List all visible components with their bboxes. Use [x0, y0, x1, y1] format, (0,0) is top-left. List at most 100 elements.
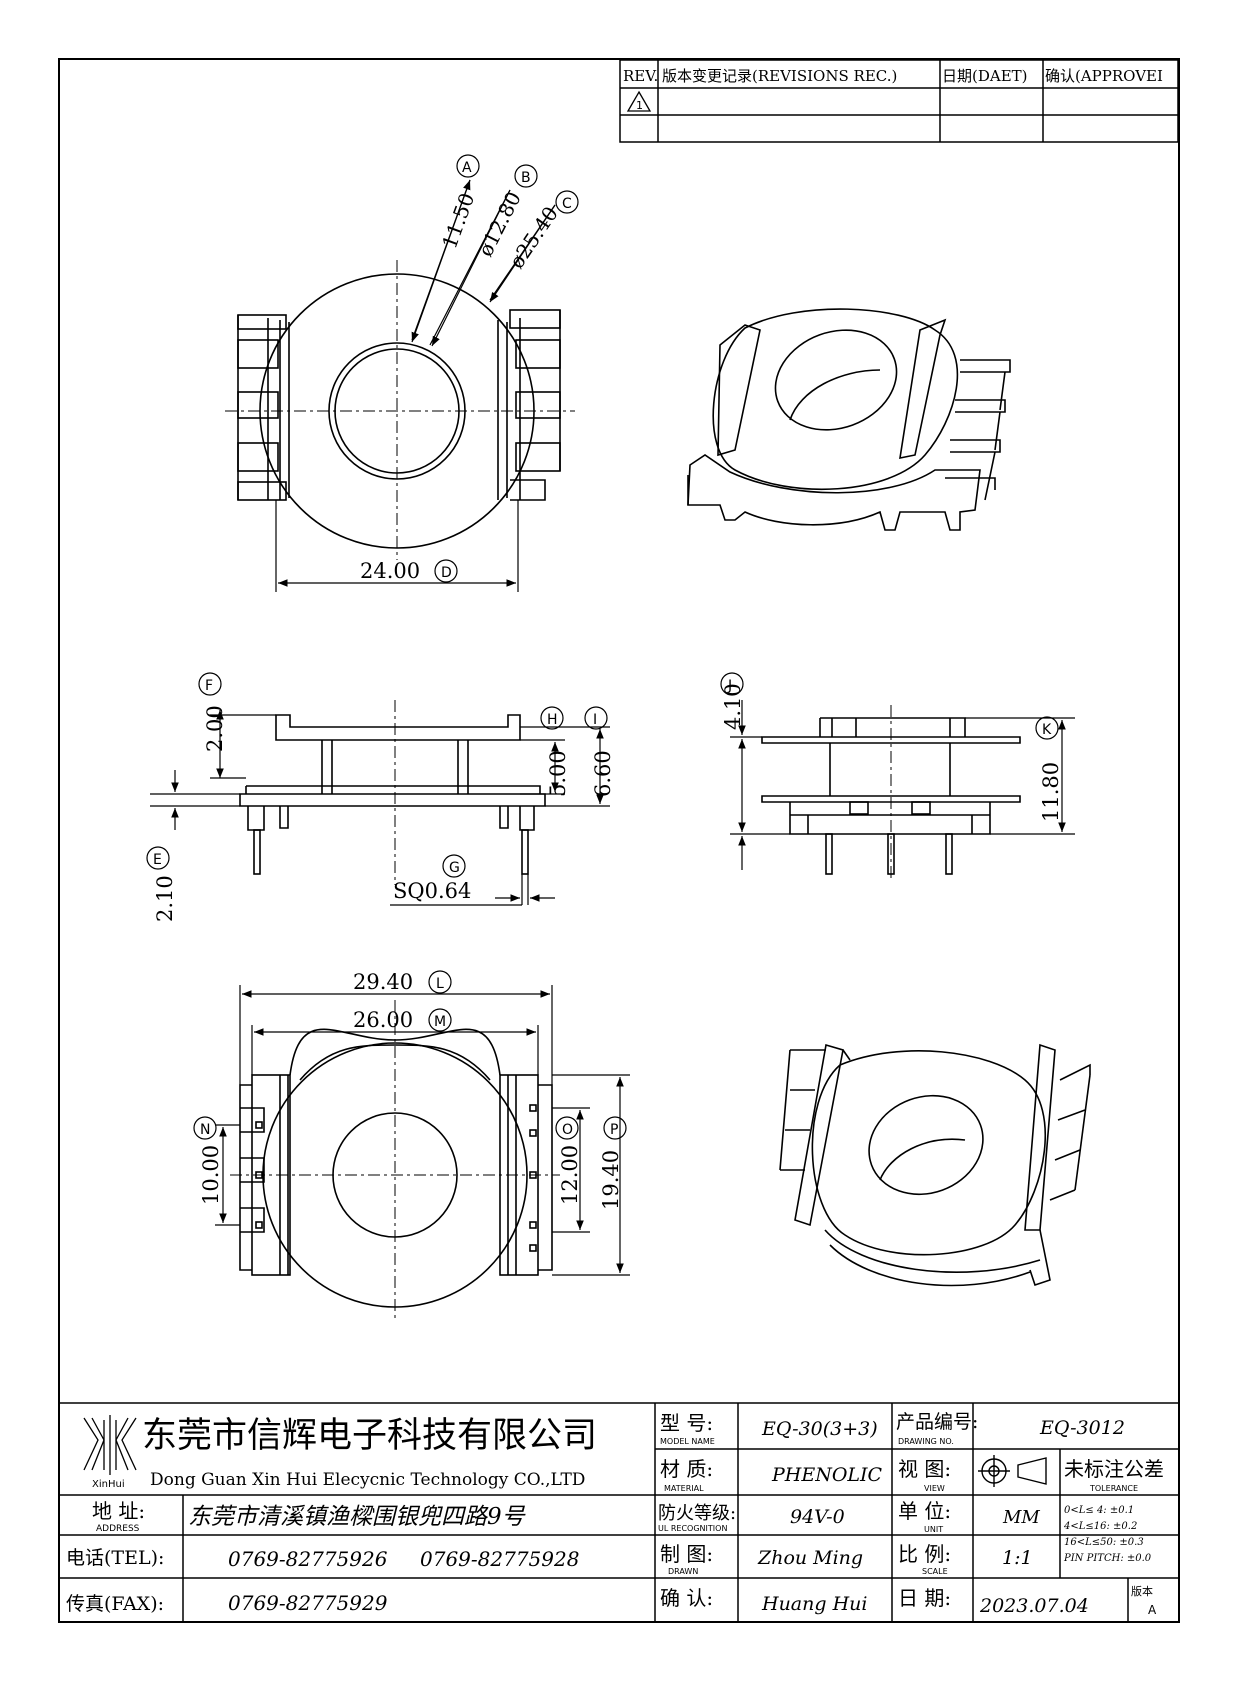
rev-mark: 1 — [636, 99, 643, 112]
label-e: E — [153, 852, 162, 868]
unit-value: MM — [1002, 1507, 1040, 1528]
approve-header: 确认(APPROVEI — [1045, 67, 1163, 85]
dim-h-value: 5.00 — [546, 750, 570, 797]
drawing-no-label: 产品编号: — [896, 1411, 978, 1433]
date-header: 日期(DAET) — [942, 67, 1028, 85]
bottom-view-dims — [215, 985, 630, 1276]
scale-label-en: SCALE — [922, 1567, 948, 1576]
label-l-circle — [428, 970, 452, 994]
unit-label: 单 位: — [898, 1499, 951, 1523]
label-f-circle — [198, 672, 222, 696]
label-d-circle — [434, 559, 458, 583]
dim-p-value: 19.40 — [599, 1150, 623, 1210]
version-value: A — [1148, 1603, 1157, 1617]
label-m: M — [434, 1014, 446, 1030]
label-o: O — [562, 1122, 573, 1138]
label-b: B — [521, 170, 531, 186]
rev-header: REV. — [623, 67, 658, 85]
address-label: 地 址: — [92, 1499, 145, 1523]
drawn-label: 制 图: — [660, 1542, 713, 1566]
title-block-grid — [58, 1402, 1180, 1623]
label-n: N — [200, 1122, 210, 1138]
confirm-label: 确 认: — [660, 1586, 713, 1610]
tolerance-row-1: 0<L≤ 4: ±0.1 — [1064, 1505, 1134, 1516]
confirm-value: Huang Hui — [761, 1593, 867, 1615]
tolerance-row-4: PIN PITCH: ±0.0 — [1063, 1553, 1152, 1564]
dim-d-value: 24.00 — [360, 559, 420, 583]
address-label-en: ADDRESS — [96, 1524, 140, 1534]
side-view-dims — [150, 710, 610, 906]
scale-label: 比 例: — [898, 1542, 951, 1566]
tolerance-row-2: 4<L≤16: ±0.2 — [1063, 1521, 1137, 1532]
revision-table — [619, 59, 1179, 143]
address-value: 东莞市清溪镇渔樑围银兜四路9号 — [188, 1504, 526, 1530]
tel-value-1: 0769-82775926 — [228, 1547, 388, 1571]
drawing-no-value: EQ-3012 — [1039, 1417, 1125, 1439]
logo-text: XinHui — [92, 1479, 125, 1490]
date-value: 2023.07.04 — [979, 1595, 1089, 1617]
dim-e-value: 2.10 — [153, 875, 177, 922]
material-value: PHENOLIC — [771, 1464, 883, 1486]
label-i-circle — [584, 706, 608, 730]
label-l: L — [436, 976, 444, 992]
front-view — [761, 717, 1021, 875]
label-b-circle — [514, 164, 538, 188]
label-e-circle — [146, 846, 170, 870]
label-p: P — [610, 1122, 618, 1138]
fax-value: 0769-82775929 — [228, 1591, 388, 1615]
drawn-label-en: DRAWN — [668, 1567, 698, 1576]
label-f: F — [205, 678, 213, 694]
label-p-circle — [603, 1116, 627, 1140]
label-d: D — [441, 565, 452, 581]
dim-l-value: 29.40 — [353, 970, 413, 994]
dim-n-value: 10.00 — [199, 1145, 223, 1205]
company-name-cn: 东莞市信辉电子科技有限公司 — [142, 1416, 597, 1456]
model-value: EQ-30(3+3) — [761, 1418, 878, 1440]
fax-label: 传真(FAX): — [66, 1593, 164, 1615]
label-j-circle — [720, 672, 744, 696]
ul-label: 防火等级: — [658, 1503, 736, 1524]
label-k: K — [1042, 722, 1052, 738]
rev-triangle-icon — [626, 90, 652, 112]
view-label: 视 图: — [898, 1457, 951, 1481]
version-label: 版本 — [1131, 1584, 1153, 1598]
label-n-circle — [193, 1116, 217, 1140]
ul-label-en: UL RECOGNITION — [658, 1524, 727, 1533]
revisions-header: 版本变更记录(REVISIONS REC.) — [662, 67, 897, 85]
label-g-circle — [442, 854, 466, 878]
projection-symbol-icon — [978, 1455, 1047, 1487]
date-label: 日 期: — [898, 1586, 951, 1610]
ul-value: 94V-0 — [790, 1506, 845, 1528]
isometric-view-bottom — [779, 1043, 1091, 1287]
dim-i-value: 6.60 — [591, 750, 615, 797]
model-label: 型 号: — [660, 1411, 713, 1435]
dim-f-value: 2.00 — [203, 705, 227, 752]
side-view — [239, 714, 546, 875]
material-label-en: MATERIAL — [664, 1484, 704, 1493]
top-view-centerlines — [225, 260, 575, 560]
label-o-circle — [555, 1116, 579, 1140]
tel-label: 电话(TEL): — [66, 1547, 164, 1569]
bottom-view-centerlines — [230, 1000, 560, 1320]
company-logo-icon — [83, 1415, 137, 1475]
material-label: 材 质: — [660, 1457, 713, 1481]
model-label-en: MODEL NAME — [660, 1437, 715, 1446]
label-g: G — [449, 860, 460, 876]
label-i: I — [593, 712, 597, 728]
drawn-value: Zhou Ming — [757, 1547, 863, 1569]
company-name-en: Dong Guan Xin Hui Elecycnic Technology C… — [150, 1470, 585, 1490]
dim-g-value: SQ0.64 — [393, 879, 471, 903]
label-c: C — [562, 196, 572, 212]
label-a-circle — [456, 154, 480, 178]
tolerance-title-en: TOLERANCE — [1089, 1484, 1138, 1493]
scale-value: 1:1 — [1002, 1547, 1033, 1569]
drawing-no-label-en: DRAWING NO. — [898, 1437, 954, 1446]
tolerance-row-3: 16<L≤50: ±0.3 — [1064, 1537, 1144, 1548]
label-j: J — [727, 678, 732, 694]
label-h-circle — [540, 706, 564, 730]
tolerance-title: 未标注公差 — [1064, 1457, 1164, 1481]
label-m-circle — [428, 1008, 452, 1032]
dim-o-value: 12.00 — [558, 1145, 582, 1205]
